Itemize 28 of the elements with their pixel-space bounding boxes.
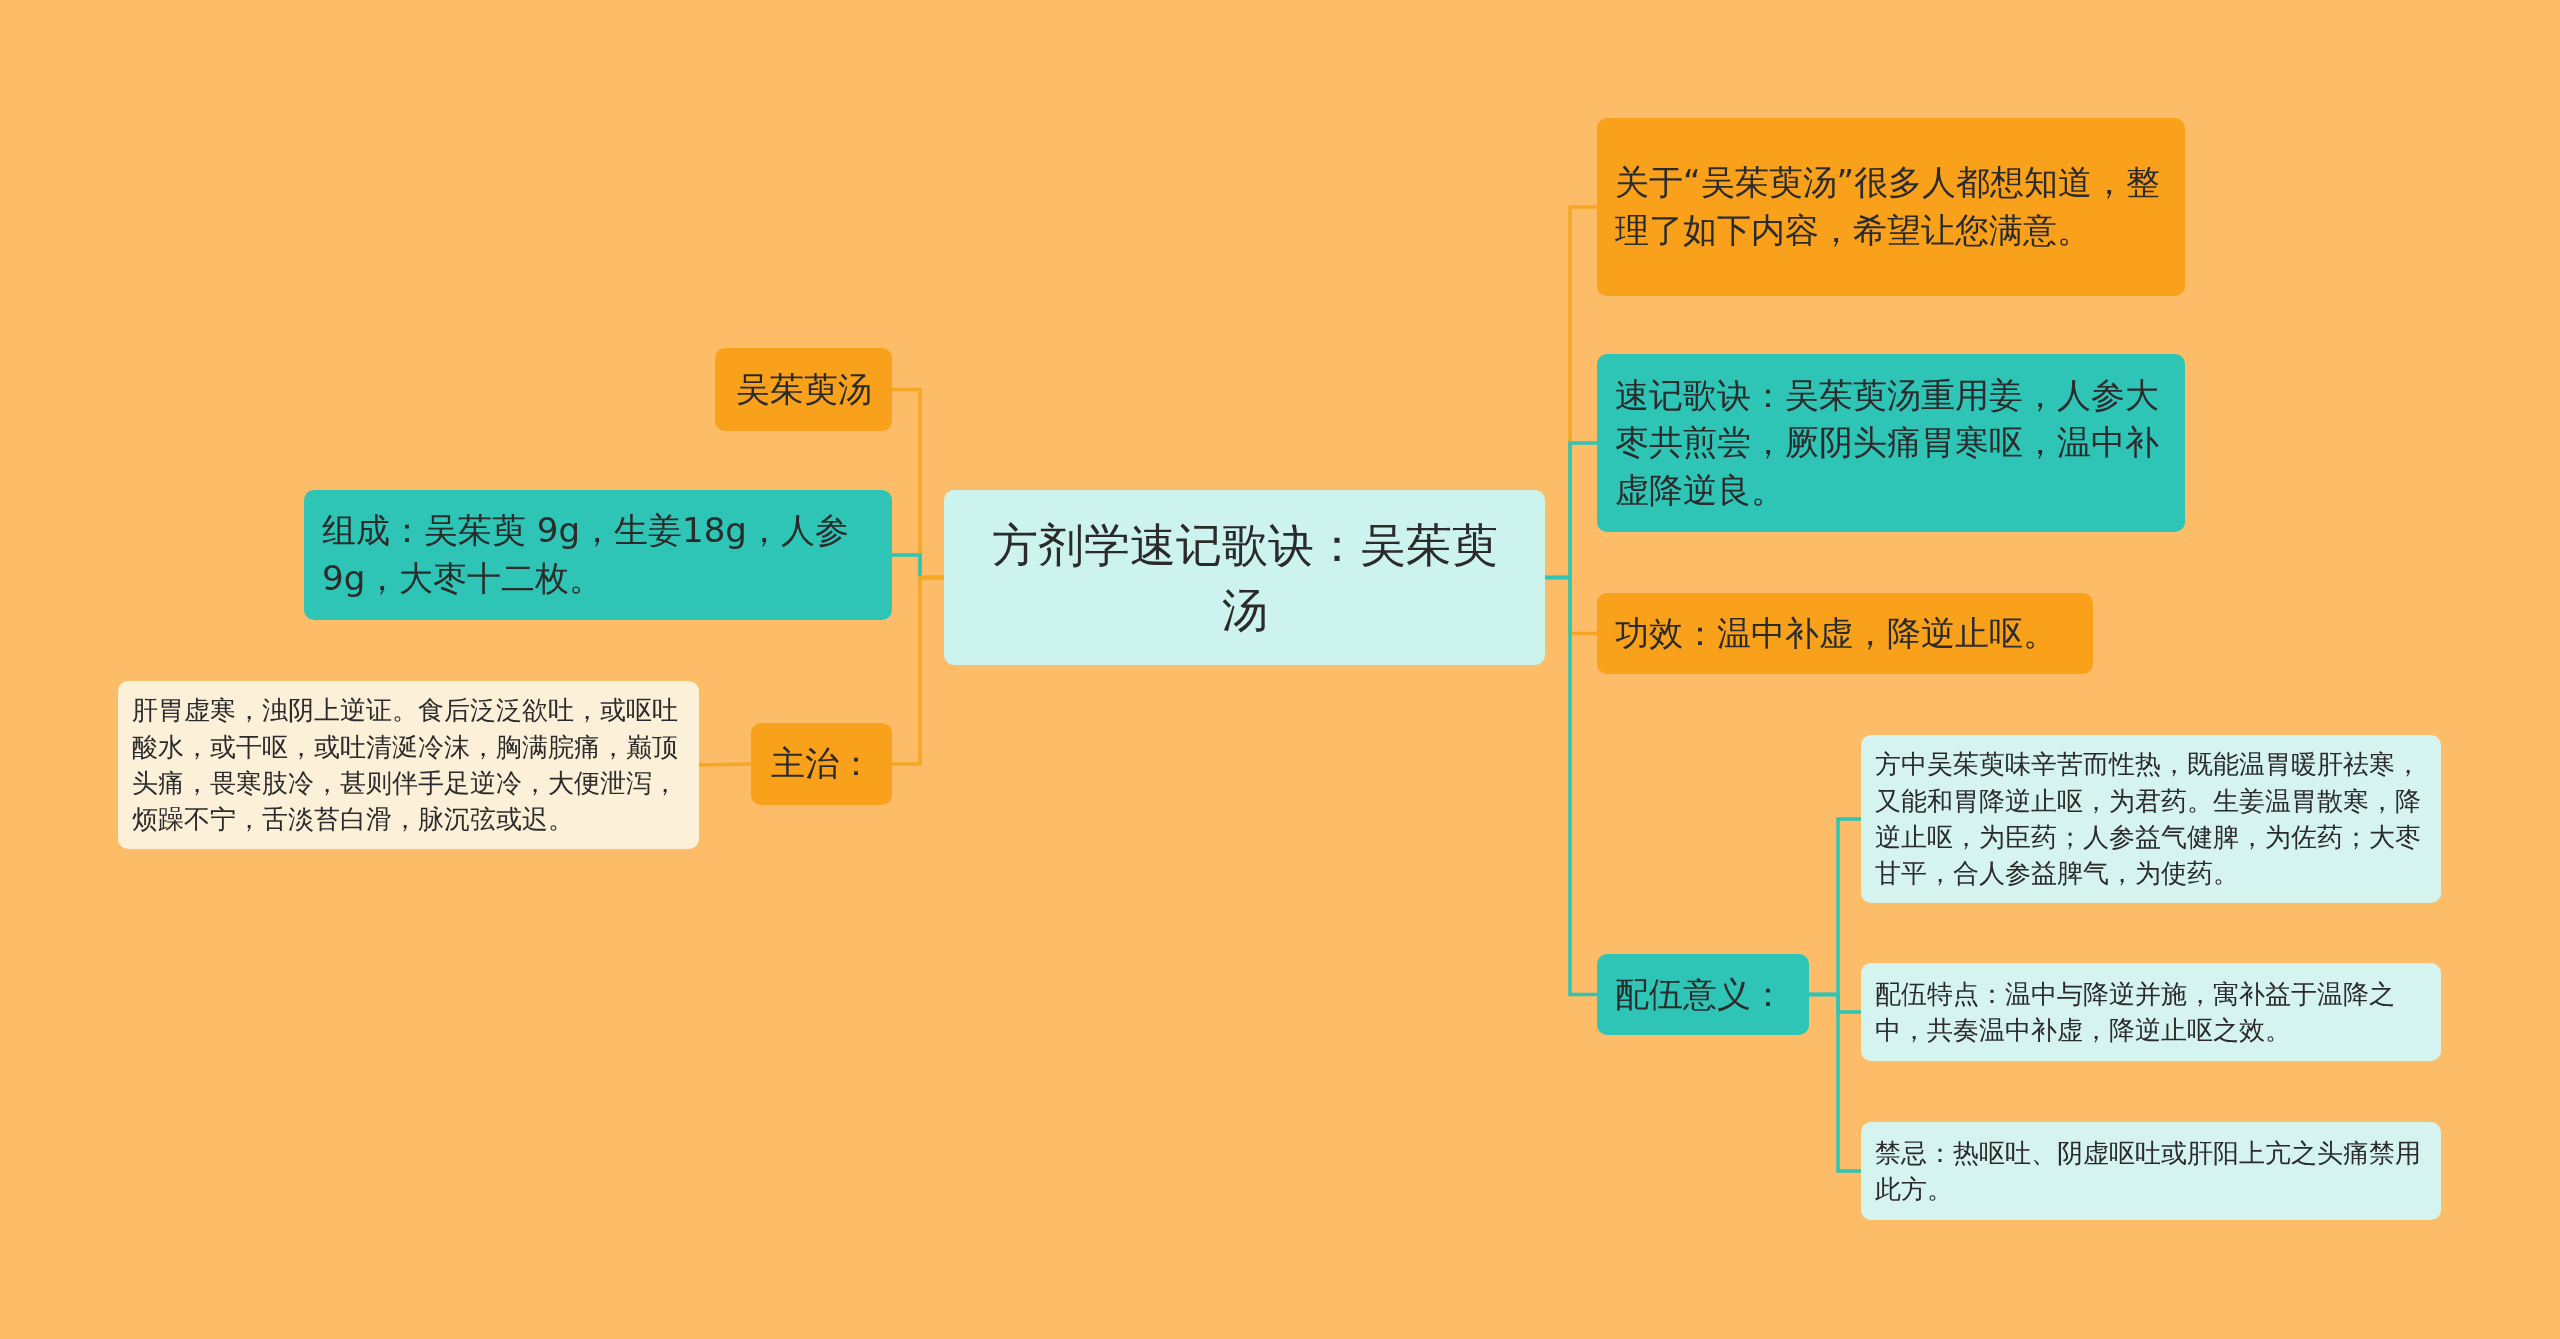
detail-box <box>1861 735 2441 903</box>
node-text: 吴茱萸汤 <box>735 367 872 411</box>
node-text: 速记歌诀：吴茱萸汤重用姜，人参大枣共煎尝，厥阴头痛胃寒呕，温中补虚降逆良。 <box>1615 373 2160 512</box>
node-text: 配伍特点：温中与降逆并施，寓补益于温降之中，共奏温中补虚，降逆止呕之效。 <box>1875 977 2396 1047</box>
node-text: 方剂学速记歌诀：吴茱萸汤 <box>990 517 1499 639</box>
connector-line <box>1809 992 1861 1173</box>
topic-box <box>1597 593 2093 674</box>
topic-box <box>1597 118 2185 296</box>
topic-box <box>751 723 892 805</box>
connector-line <box>698 762 752 767</box>
detail-box <box>1861 963 2441 1061</box>
topic-box <box>715 348 892 431</box>
node-text: 主治： <box>770 742 873 786</box>
detail-box <box>1861 1122 2441 1220</box>
connector-line <box>1545 575 1597 997</box>
detail-box <box>118 681 699 849</box>
connector-line <box>892 575 944 766</box>
node-text: 关于“吴茱萸汤”很多人都想知道，整理了如下内容，希望让您满意。 <box>1615 161 2162 252</box>
node-text: 方中吴茱萸味辛苦而性热，既能温胃暖肝祛寒，又能和胃降逆止呕，为君药。生姜温胃散寒，降逆止呕，为臣药；人参益气健脾，为佐药；大枣甘平，合人参益脾气，为使药。 <box>1875 748 2422 891</box>
node-text: 功效：温中补虚，降逆止呕。 <box>1615 611 2057 655</box>
central-topic <box>944 490 1545 665</box>
node-text: 配伍意义： <box>1615 972 1785 1016</box>
topic-box <box>304 490 892 620</box>
topic-box <box>1597 954 1809 1035</box>
node-text: 组成：吴茱萸 9g，生姜18g，人参9g，大枣十二枚。 <box>322 509 850 600</box>
node-text: 禁忌：热呕吐、阴虚呕吐或肝阳上亢之头痛禁用此方。 <box>1875 1136 2422 1206</box>
topic-box <box>1597 354 2185 532</box>
node-text: 肝胃虚寒，浊阴上逆证。食后泛泛欲吐，或呕吐酸水，或干呕，或吐清涎冷沫，胸满脘痛，巅顶头痛，畏寒肢冷，甚则伴手足逆冷，大便泄泻，烦躁不宁，舌淡苔白滑，脉沉弦或迟。 <box>132 694 679 837</box>
